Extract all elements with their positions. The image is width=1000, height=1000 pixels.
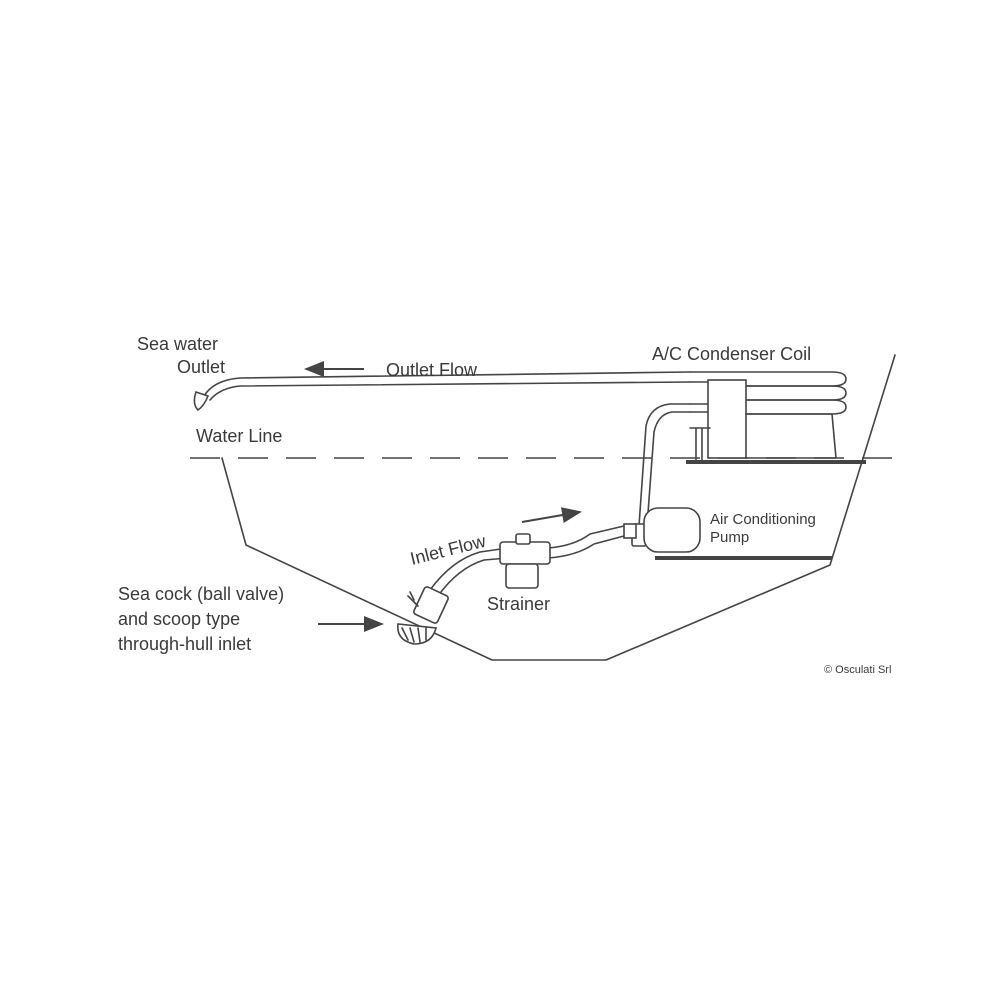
ac-condenser-coil: [689, 371, 847, 463]
sea-cock-label-line3: through-hull inlet: [118, 634, 251, 654]
water-line-label: Water Line: [196, 426, 282, 446]
riser-hose: [637, 403, 691, 541]
strainer-label: Strainer: [487, 594, 550, 614]
strainer: [499, 533, 551, 589]
outlet-hose: [203, 371, 691, 401]
air-conditioning-pump: [623, 507, 701, 553]
sea-cock-label-line2: and scoop type: [118, 609, 240, 629]
inlet-hose: [429, 525, 625, 597]
sea-water-outlet-label-line2: Outlet: [177, 357, 225, 377]
inlet-flow-arrow: [521, 507, 582, 523]
sea-water-outlet-label: Sea water: [137, 334, 218, 354]
air-conditioning-pump-label-line2: Pump: [710, 529, 749, 546]
ac-condenser-coil-label: A/C Condenser Coil: [652, 344, 811, 364]
sea-water-outlet-fitting: [193, 390, 210, 412]
copyright-text: © Osculati Srl: [824, 664, 891, 676]
hull-outline: [221, 354, 896, 661]
outlet-flow-label: Outlet Flow: [386, 360, 478, 380]
sea-cock-valve: [397, 586, 449, 645]
air-conditioning-pump-label: Air Conditioning: [710, 511, 816, 528]
sea-cock-label: Sea cock (ball valve): [118, 584, 284, 604]
